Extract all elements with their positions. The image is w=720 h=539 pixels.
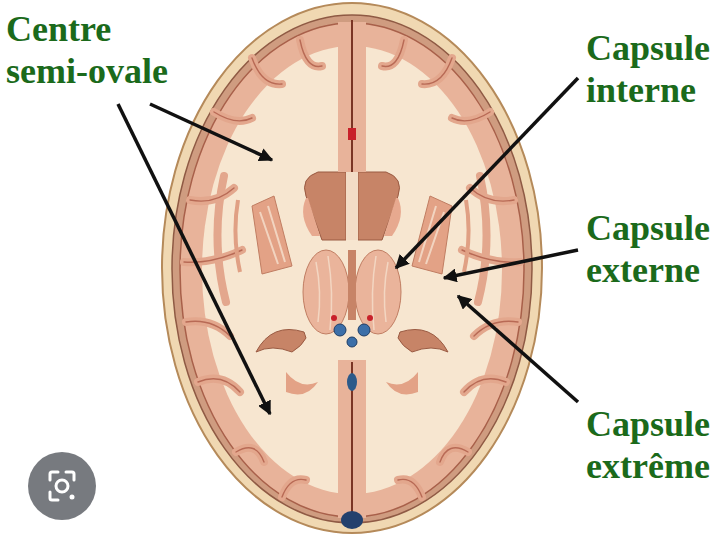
- artery: [331, 315, 337, 321]
- falx: [351, 20, 353, 172]
- leader-lines: [118, 78, 578, 414]
- vein: [347, 373, 357, 391]
- structure-label: Centre semi-ovale: [6, 8, 181, 92]
- third-ventricle: [348, 250, 356, 320]
- structure-label: Capsule interne: [586, 27, 716, 111]
- leader-line: [396, 78, 578, 268]
- left-hemisphere: [184, 40, 349, 497]
- leader-line: [118, 104, 270, 414]
- artery: [367, 315, 373, 321]
- septum: [346, 172, 358, 240]
- vessel: [348, 128, 356, 140]
- lens-icon-eye: [56, 480, 68, 492]
- leader-line: [458, 296, 578, 402]
- dura-mater: [172, 15, 532, 523]
- lens-icon: [28, 452, 96, 520]
- lens-icon-dot: [70, 495, 75, 500]
- lens-icon-background: [28, 452, 96, 520]
- lens-icon-frame: [50, 472, 74, 500]
- venous-sinus: [341, 511, 363, 529]
- vein: [358, 324, 370, 336]
- structure-label: Capsule extrême: [586, 403, 716, 487]
- leader-line: [444, 250, 578, 278]
- structure-label: Capsule externe: [586, 207, 716, 291]
- leader-line: [150, 104, 272, 160]
- vein: [334, 324, 346, 336]
- vein: [347, 337, 357, 347]
